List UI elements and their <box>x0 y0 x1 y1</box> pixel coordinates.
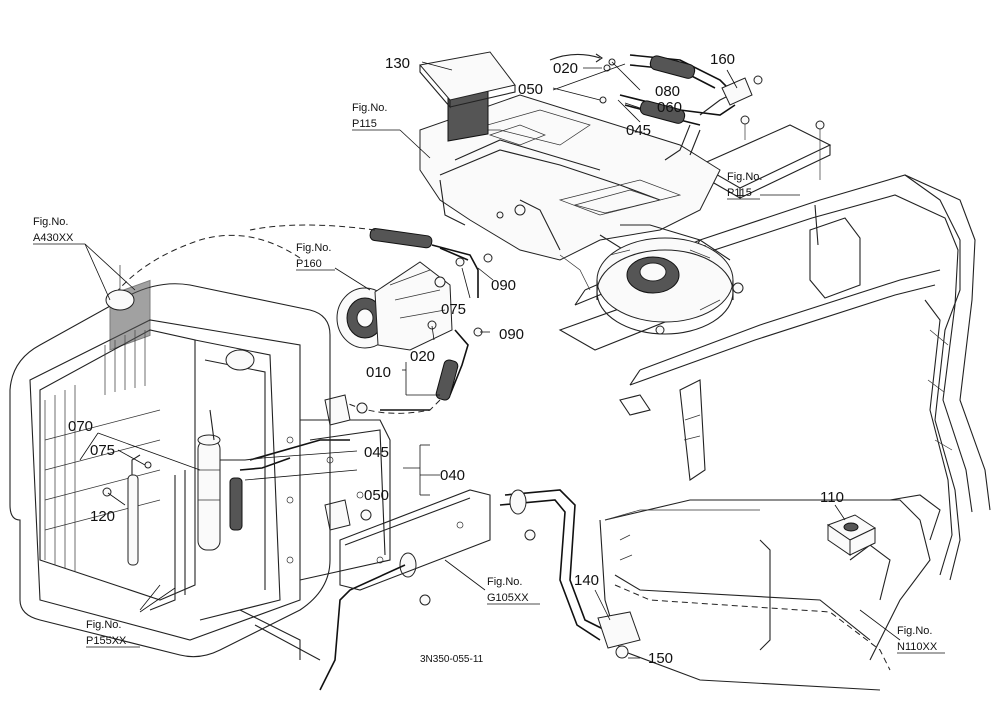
filter-panel <box>419 51 516 109</box>
hvac-hoses <box>549 53 763 161</box>
fig-ref-code: P115 <box>352 118 377 130</box>
label-050-top: 050 <box>518 81 543 98</box>
condenser-assembly <box>9 265 331 661</box>
label-070: 070 <box>68 418 93 435</box>
fig-ref-code: P155XX <box>86 635 127 647</box>
label-010: 010 <box>366 364 391 381</box>
fig-ref-title: Fig.No. <box>727 171 762 183</box>
support-plate <box>299 394 491 591</box>
label-090-b: 090 <box>499 326 524 343</box>
label-050-mid: 050 <box>364 487 389 504</box>
fig-ref-title: Fig.No. <box>897 625 932 637</box>
label-080: 080 <box>655 83 680 100</box>
label-060: 060 <box>657 99 682 116</box>
label-130: 130 <box>385 55 410 72</box>
fig-ref-p160: Fig.No. P160 <box>296 242 335 271</box>
fig-ref-title: Fig.No. <box>296 242 331 254</box>
fig-ref-title: Fig.No. <box>86 619 121 631</box>
label-045-top: 045 <box>626 122 651 139</box>
label-045-mid: 045 <box>364 444 389 461</box>
fig-ref-code: P160 <box>296 258 322 270</box>
fig-ref-a430: Fig.No. A430XX <box>33 216 85 245</box>
label-020-top: 020 <box>553 60 578 77</box>
fig-ref-title: Fig.No. <box>33 216 68 228</box>
fig-ref-p155: Fig.No. P155XX <box>86 619 140 648</box>
label-160: 160 <box>710 51 735 68</box>
fig-ref-code: P115 <box>727 187 752 199</box>
compressor <box>336 261 453 351</box>
rubber-block <box>826 514 877 556</box>
fig-ref-p115-left: Fig.No. P115 <box>352 102 400 131</box>
label-075-mid: 075 <box>441 301 466 318</box>
refrigerant-hoses <box>109 224 641 691</box>
fig-ref-code: A430XX <box>33 232 74 244</box>
drawing-code: 3N350-055-11 <box>420 654 484 665</box>
fig-ref-g105: Fig.No. G105XX <box>487 576 540 605</box>
label-150: 150 <box>648 650 673 667</box>
fig-ref-code: G105XX <box>487 592 529 604</box>
fig-ref-code: N110XX <box>897 641 938 653</box>
label-120: 120 <box>90 508 115 525</box>
label-090-a: 090 <box>491 277 516 294</box>
fig-ref-p115-right: Fig.No. P115 <box>727 171 762 200</box>
label-040: 040 <box>440 467 465 484</box>
label-020-mid: 020 <box>410 348 435 365</box>
fig-ref-title: Fig.No. <box>352 102 387 114</box>
label-140: 140 <box>574 572 599 589</box>
label-110: 110 <box>820 489 844 506</box>
fig-ref-n110: Fig.No. N110XX <box>897 625 945 654</box>
label-075-left: 075 <box>90 442 115 459</box>
fig-ref-title: Fig.No. <box>487 576 522 588</box>
hvac-unit <box>419 78 744 335</box>
leader-lines <box>79 61 901 659</box>
